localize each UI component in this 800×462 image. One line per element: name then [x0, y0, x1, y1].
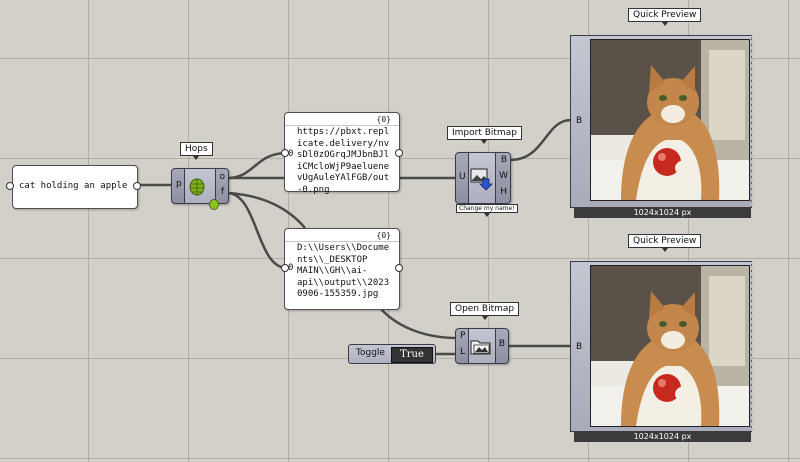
quick-preview-2[interactable]: B 1024x1024 px: [570, 261, 757, 442]
open-bitmap-title: Open Bitmap: [450, 302, 520, 320]
import-bitmap-out-b: B: [500, 155, 507, 165]
wire-import-preview1: [509, 118, 572, 162]
open-bitmap-in-l: L: [460, 347, 466, 357]
url-panel-output-grip[interactable]: [395, 149, 403, 157]
quick-preview-2-title: Quick Preview: [628, 234, 702, 252]
quick-preview-2-footer: 1024x1024 px: [574, 431, 751, 442]
prompt-panel[interactable]: cat holding an apple: [12, 165, 138, 209]
path-panel-count: {0}: [376, 231, 391, 240]
path-panel-text: D:\\Users\\Docume nts\\_DESKTOP MAIN\\GH…: [297, 243, 390, 299]
url-panel-count: {0}: [376, 115, 391, 124]
import-bitmap-component[interactable]: U B W H: [455, 152, 511, 204]
quick-preview-1-input-label: B: [576, 116, 583, 126]
quick-preview-2-input-label: B: [576, 342, 583, 352]
prompt-input-grip[interactable]: [6, 182, 14, 190]
hops-component[interactable]: p o f: [171, 168, 229, 204]
wire-hops-url: [226, 151, 288, 180]
quick-preview-1-title: Quick Preview: [628, 8, 702, 26]
wire-hops-path: [226, 191, 288, 270]
import-bitmap-out-w: W: [499, 171, 508, 181]
prompt-text: cat holding an apple: [19, 181, 128, 191]
path-panel-output-grip[interactable]: [395, 264, 403, 272]
boolean-toggle[interactable]: Toggle True: [348, 344, 436, 364]
import-bitmap-note: Change my name!: [456, 204, 518, 217]
url-panel-input-grip[interactable]: [281, 149, 289, 157]
import-bitmap-title: Import Bitmap: [447, 126, 522, 144]
quick-preview-1[interactable]: B 1024x1024 px: [570, 35, 757, 218]
url-panel[interactable]: {0} https://pbxt.repl icate.delivery/nv …: [284, 112, 400, 195]
path-panel[interactable]: {0} D:\\Users\\Docume nts\\_DESKTOP MAIN…: [284, 228, 400, 310]
quick-preview-1-footer: 1024x1024 px: [574, 207, 751, 218]
open-bitmap-out-b: B: [498, 339, 505, 349]
toggle-label: Toggle: [356, 348, 385, 358]
path-panel-input-grip[interactable]: [281, 264, 289, 272]
import-bitmap-input-label: U: [459, 172, 466, 182]
hops-icon: [189, 178, 205, 196]
cat-image-1: [590, 39, 750, 201]
prompt-output-grip[interactable]: [133, 182, 141, 190]
open-bitmap-in-p: P: [460, 331, 466, 341]
wire-hops-path-2: [226, 191, 306, 229]
url-panel-text: https://pbxt.repl icate.delivery/nv sDl0…: [297, 127, 390, 195]
import-image-icon: [470, 168, 493, 191]
open-bitmap-component[interactable]: P L B: [455, 328, 509, 364]
toggle-value[interactable]: True: [391, 347, 433, 363]
hops-input-label: p: [176, 179, 182, 189]
path-panel-index: 0: [288, 263, 294, 273]
hops-small-icon: [209, 199, 219, 210]
hops-title: Hops: [180, 142, 213, 160]
open-image-icon: [470, 340, 491, 355]
hops-out2-label: f: [220, 187, 224, 197]
wire-path-open: [379, 307, 458, 340]
import-bitmap-out-h: H: [500, 187, 507, 197]
hops-out1-label: o: [219, 172, 225, 182]
url-panel-index: 0: [288, 149, 294, 159]
cat-image-2: [590, 265, 750, 427]
